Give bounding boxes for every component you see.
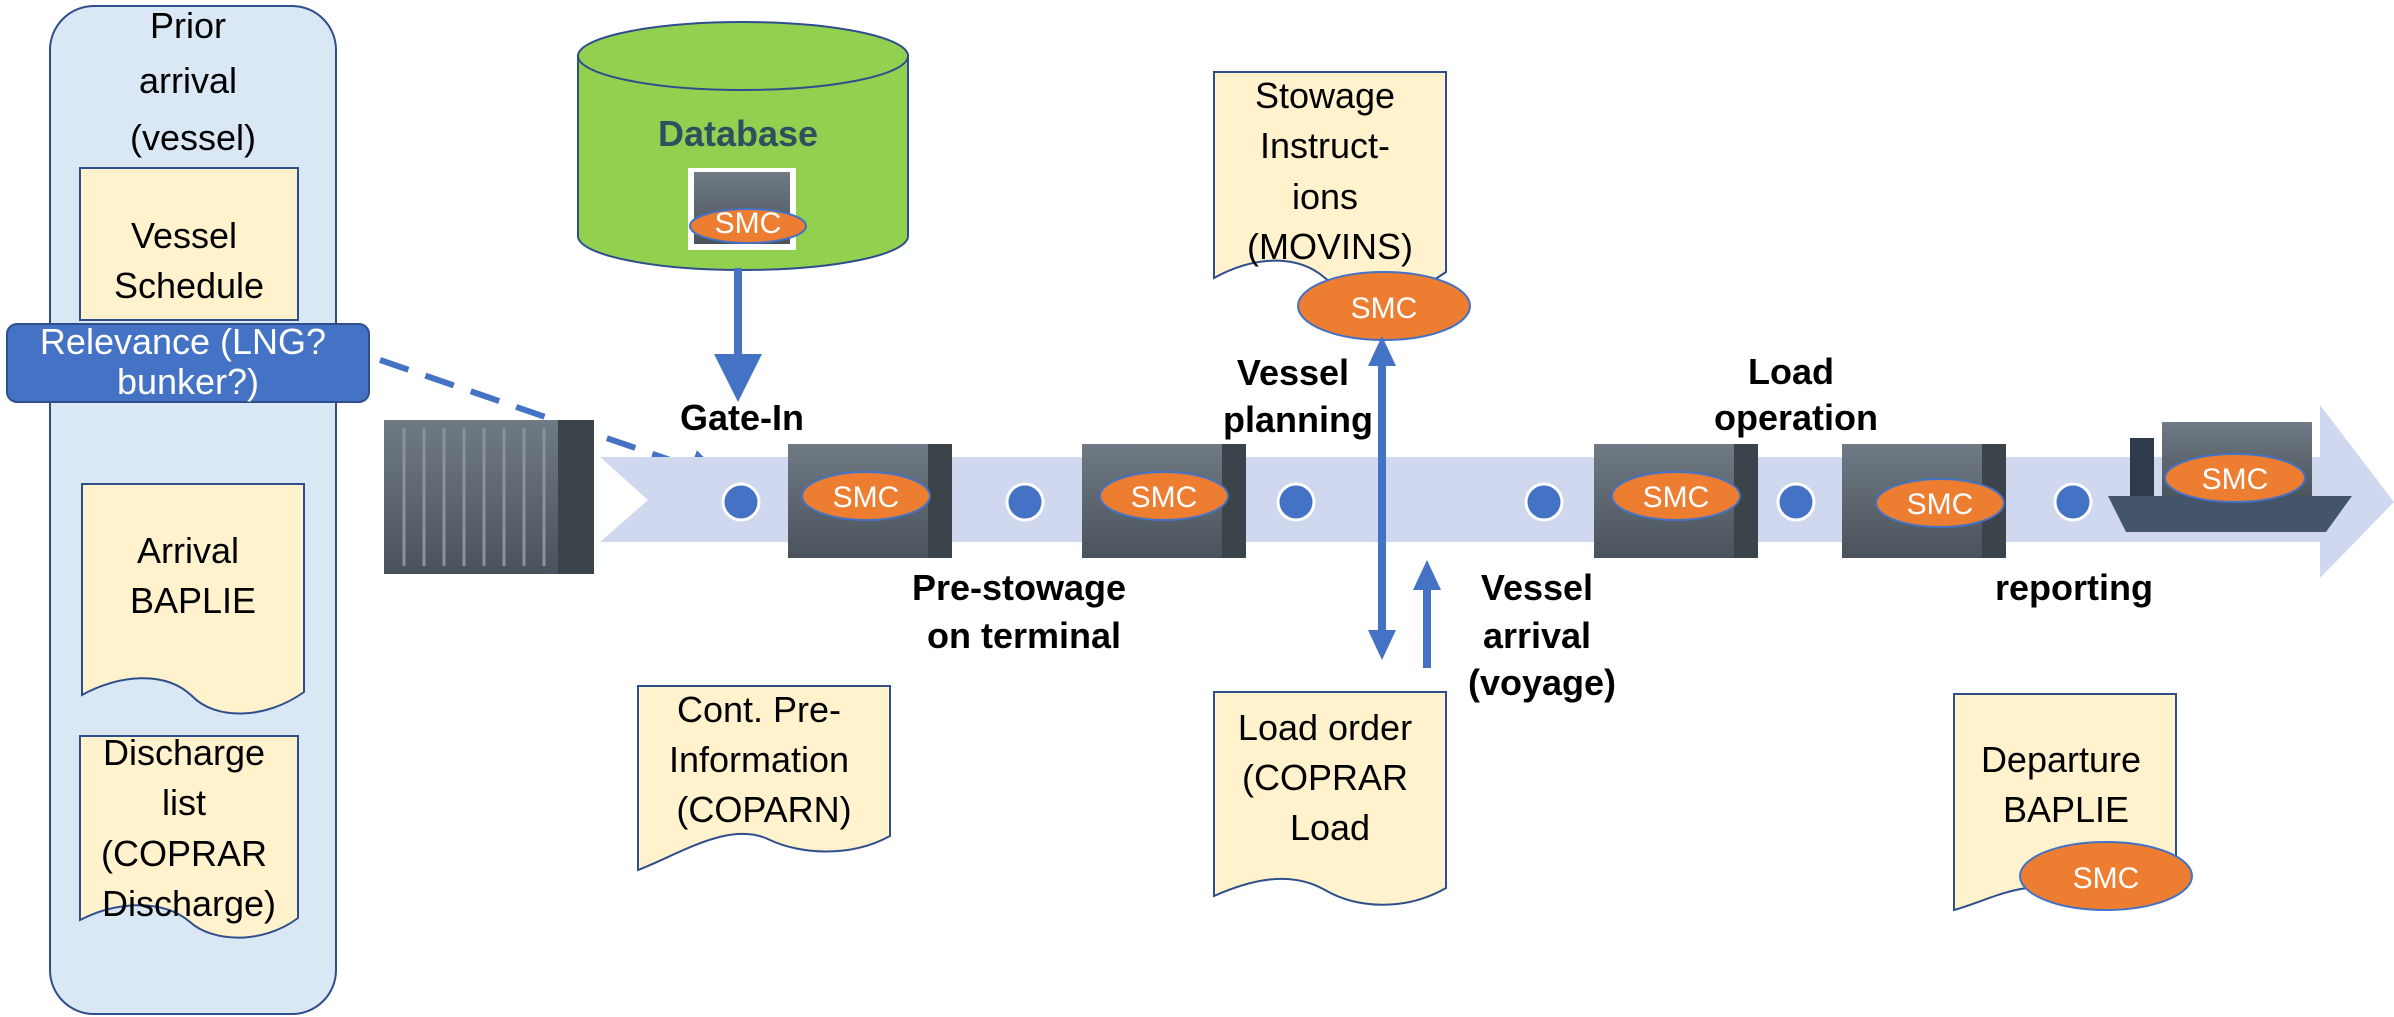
step-label-gate-in: Gate-In <box>680 397 804 438</box>
container-icon-gate-in: SMC <box>788 444 952 558</box>
svg-text:SMC: SMC <box>2073 862 2140 895</box>
relevance-label-1: Relevance (LNG? <box>40 321 326 362</box>
prior-arrival-title-3: (vessel) <box>130 117 256 158</box>
coparn-label-3: (COPARN) <box>676 789 851 830</box>
load-order-document: Load order (COPRAR Load <box>1213 691 1447 906</box>
departure-baplie-label-1: Departure <box>1981 739 2141 780</box>
planning-double-arrow <box>1368 336 1396 660</box>
vessel-schedule-label-2: Schedule <box>114 265 264 306</box>
smc-label-vessel-arrival: SMC <box>1643 481 1710 514</box>
arrival-baplie-document: Arrival BAPLIE <box>81 483 305 715</box>
smc-label-load-operation: SMC <box>1907 488 1974 521</box>
svg-text:SMC: SMC <box>1351 292 1418 325</box>
container-icon-load-operation: SMC <box>1842 444 2006 558</box>
step-dot-vessel-arrival <box>1524 482 1564 522</box>
svg-text:Departure BAPLIE: Departure BAPLIE <box>1981 739 2151 830</box>
prior-arrival-title-1: Prior <box>150 5 226 46</box>
container-icon-vessel-arrival: SMC <box>1594 444 1758 558</box>
svg-text:Load order (COPRAR: Load order (COPRAR Load <box>1238 707 1422 848</box>
arrival-baplie-label-1: Arrival <box>137 530 239 571</box>
svg-text:Cont. Pre- Information: Cont. Pre- Information (COPARN) <box>669 689 859 830</box>
database-label: Database <box>658 113 818 154</box>
movins-document: Stowage Instruct- ions (MOVINS) <box>1213 71 1447 297</box>
vessel-schedule-label-1: Vessel <box>131 215 237 256</box>
movins-label-2: Instruct- <box>1260 125 1390 166</box>
step-label-vessel-planning: Vessel planning <box>1223 352 1373 440</box>
load-order-label-1: Load order <box>1238 707 1412 748</box>
relevance-banner: Relevance (LNG? bunker?) <box>6 321 370 403</box>
step-dot-pre-stowage <box>1005 482 1045 522</box>
step-label-load-operation: Load operation <box>1714 351 1878 438</box>
svg-text:Vessel Schedule: Vessel Schedule <box>114 215 264 306</box>
movins-label-1: Stowage <box>1255 75 1395 116</box>
svg-text:Relevance (LNG? bunker: Relevance (LNG? bunker?) <box>40 321 336 402</box>
discharge-list-label-4: Discharge) <box>102 883 276 924</box>
departure-baplie-smc-badge: SMC <box>2019 841 2193 911</box>
smc-label-pre-stowage: SMC <box>1131 481 1198 514</box>
step-dot-reporting <box>2053 482 2093 522</box>
arrival-baplie-label-2: BAPLIE <box>130 580 256 621</box>
smc-label-ship: SMC <box>2202 463 2269 496</box>
step-label-pre-stowage: Pre-stowage on terminal <box>912 567 1136 656</box>
movins-smc-badge: SMC <box>1297 271 1471 341</box>
svg-text:Prior arrival (ves: Prior arrival (vessel) <box>130 5 256 158</box>
relevance-label-2: bunker?) <box>117 361 259 402</box>
relevance-dashed-arrow <box>379 357 726 485</box>
prior-arrival-panel: Prior arrival (vessel) Vessel Schedule A… <box>6 5 370 1015</box>
movins-label-4: (MOVINS) <box>1247 226 1413 267</box>
svg-text:Discharge list: Discharge list (COPRAR Discharge) <box>101 732 277 924</box>
coparn-label-1: Cont. Pre- <box>677 689 841 730</box>
database-smc-label: SMC <box>715 207 782 240</box>
prior-arrival-title-2: arrival <box>139 60 237 101</box>
step-label-reporting: reporting <box>1995 567 2153 608</box>
discharge-list-document: Discharge list (COPRAR Discharge) <box>79 732 299 939</box>
coparn-label-2: Information <box>669 739 849 780</box>
initial-container-icon <box>384 420 594 574</box>
step-dot-gate-in <box>721 482 761 522</box>
svg-text:Arrival BAPLIE: Arrival BAPLIE <box>130 530 256 621</box>
movins-label-3: ions <box>1292 176 1358 217</box>
database-icon: Database SMC <box>577 21 909 271</box>
svg-text:Stowage Instruct-: Stowage Instruct- ions (MOVINS) <box>1247 75 1413 267</box>
ship-icon: SMC <box>2108 422 2352 532</box>
load-order-up-arrow <box>1413 560 1441 668</box>
container-icon-pre-stowage: SMC <box>1082 444 1246 558</box>
discharge-list-label-2: list <box>162 782 206 823</box>
discharge-list-label-1: Discharge <box>103 732 265 773</box>
vessel-schedule-document: Vessel Schedule <box>79 167 299 321</box>
coparn-document: Cont. Pre- Information (COPARN) <box>637 685 891 872</box>
discharge-list-label-3: (COPRAR <box>101 833 267 874</box>
step-dot-vessel-planning <box>1276 482 1316 522</box>
load-order-label-3: Load <box>1290 807 1370 848</box>
step-label-vessel-arrival: Vessel arrival (voyage) <box>1468 567 1616 703</box>
step-dot-load-operation <box>1776 482 1816 522</box>
smc-label-gate-in: SMC <box>833 481 900 514</box>
load-order-label-2: (COPRAR <box>1242 757 1408 798</box>
departure-baplie-label-2: BAPLIE <box>2003 789 2129 830</box>
